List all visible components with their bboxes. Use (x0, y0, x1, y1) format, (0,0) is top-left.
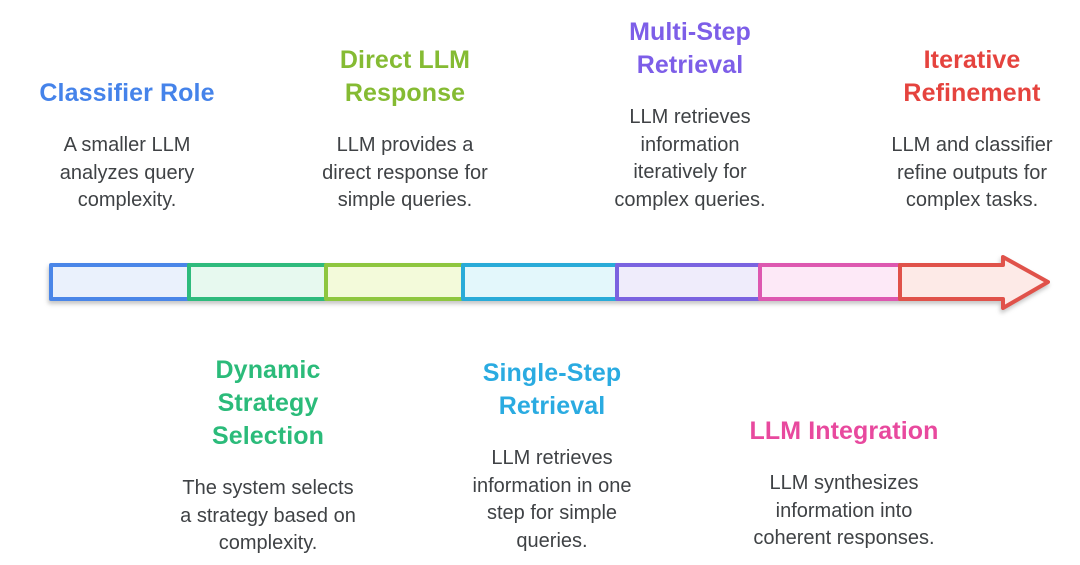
section-llm-integration: LLM Integration LLM synthesizes informat… (704, 415, 984, 553)
dynamic-strategy-selection-segment (187, 263, 328, 301)
iterative-refinement-segment (898, 255, 1050, 310)
section-single-step-retrieval: Single-Step Retrieval LLM retrieves info… (432, 357, 672, 555)
section-description: LLM and classifier refine outputs for co… (891, 134, 1053, 211)
section-title: Dynamic Strategy Selection (211, 356, 325, 450)
section-description: LLM provides a direct response for simpl… (322, 134, 488, 211)
section-title: Iterative Refinement (903, 46, 1041, 107)
section-direct-llm-response: Direct LLM Response LLM provides a direc… (285, 44, 525, 215)
multi-step-retrieval-segment (615, 263, 762, 301)
section-description: The system selects a strategy based on c… (180, 477, 356, 554)
section-description: LLM retrieves information iteratively fo… (614, 106, 766, 211)
section-title: Multi-Step Retrieval (629, 18, 751, 79)
section-description: LLM retrieves information in one step fo… (472, 447, 632, 552)
section-classifier-role: Classifier Role A smaller LLM analyzes q… (22, 77, 232, 215)
section-title: Classifier Role (39, 79, 215, 107)
section-title: Single-Step Retrieval (482, 359, 622, 420)
section-description: LLM synthesizes information into coheren… (753, 472, 935, 549)
direct-llm-response-segment (324, 263, 465, 301)
section-iterative-refinement: Iterative Refinement LLM and classifier … (857, 44, 1080, 215)
process-arrow (49, 255, 1050, 310)
section-multi-step-retrieval: Multi-Step Retrieval LLM retrieves infor… (570, 16, 810, 214)
classifier-role-segment (49, 263, 191, 301)
section-dynamic-strategy-selection: Dynamic Strategy Selection The system se… (148, 354, 388, 558)
llm-integration-segment (758, 263, 902, 301)
section-title: LLM Integration (749, 417, 939, 445)
section-title: Direct LLM Response (339, 46, 471, 107)
single-step-retrieval-segment (461, 263, 619, 301)
section-description: A smaller LLM analyzes query complexity. (59, 134, 195, 211)
